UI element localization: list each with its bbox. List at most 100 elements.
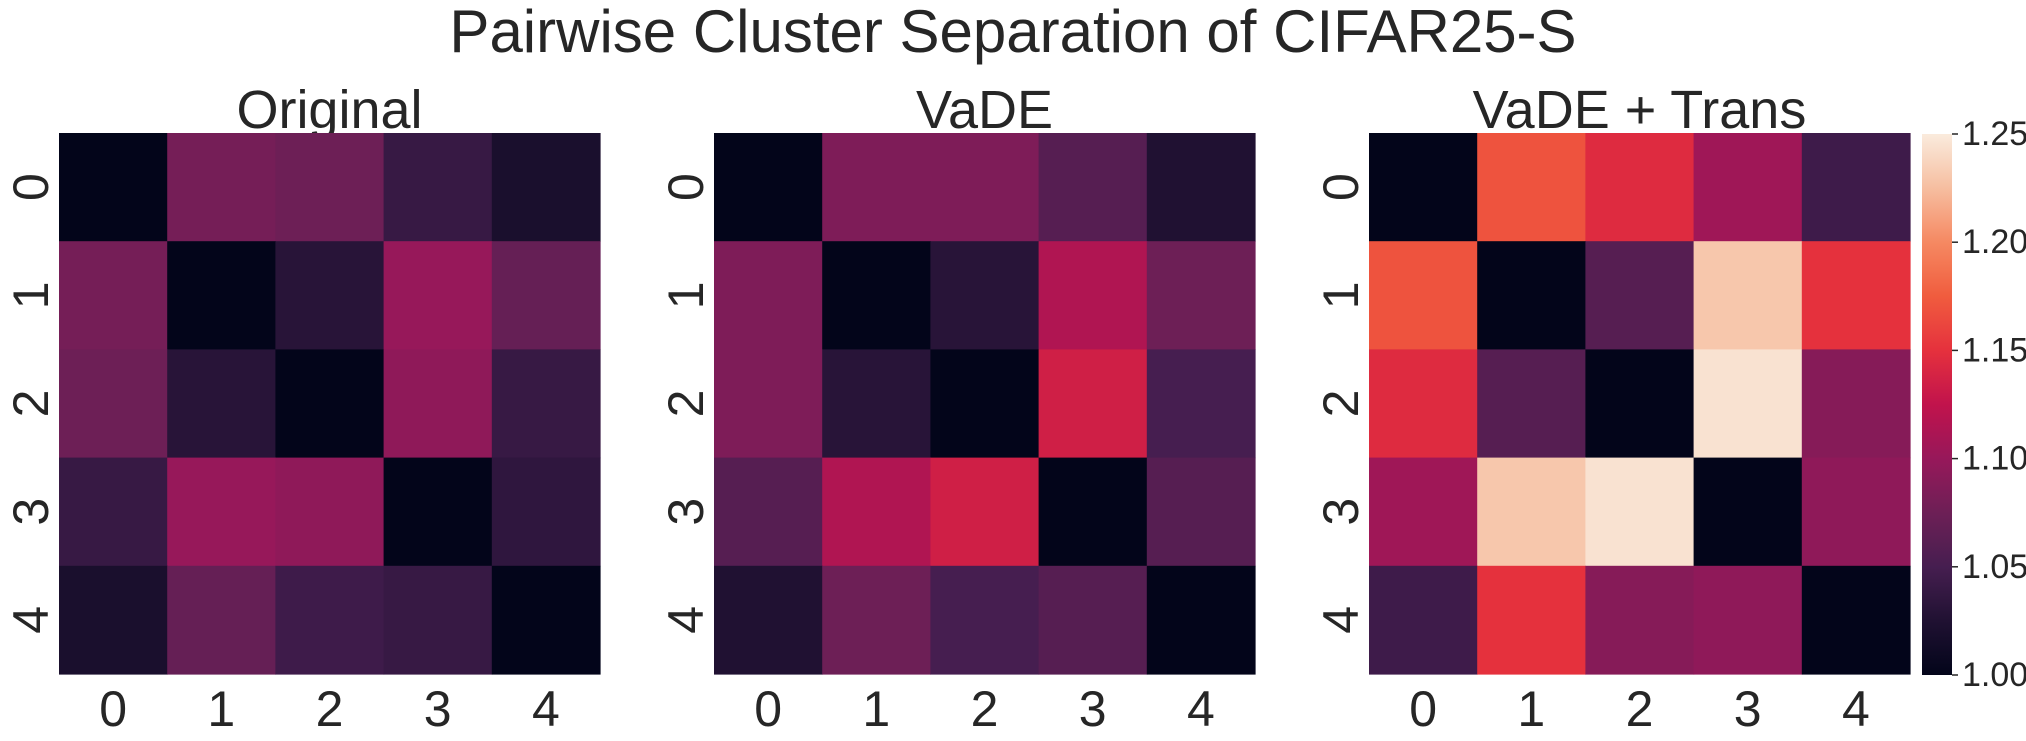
heatmap-cell bbox=[1146, 565, 1256, 675]
heatmap-cell bbox=[1693, 241, 1803, 350]
heatmap-cell bbox=[714, 241, 823, 350]
heatmap-cell bbox=[1146, 241, 1256, 350]
heatmap-cell bbox=[383, 457, 493, 567]
y-tick-label: 2 bbox=[658, 390, 714, 418]
heatmap-cell bbox=[714, 349, 823, 459]
x-tick-label: 0 bbox=[1409, 681, 1437, 737]
heatmap-cell bbox=[930, 349, 1040, 459]
heatmap-cell bbox=[1477, 241, 1586, 350]
heatmap-cell bbox=[491, 349, 601, 459]
heatmap-cell bbox=[167, 133, 276, 242]
x-tick-label: 1 bbox=[1517, 681, 1545, 737]
heatmap-cell bbox=[1693, 565, 1803, 675]
x-tick-label: 4 bbox=[532, 681, 560, 737]
heatmap-cell bbox=[930, 457, 1040, 567]
y-tick-label: 4 bbox=[658, 606, 714, 634]
x-tick-label: 0 bbox=[99, 681, 127, 737]
y-tick-label: 2 bbox=[3, 390, 59, 418]
heatmap-cell bbox=[1585, 349, 1695, 459]
heatmap-cell bbox=[59, 457, 168, 567]
heatmap-cell bbox=[930, 565, 1040, 675]
heatmap-cell bbox=[59, 133, 168, 242]
heatmap-cell bbox=[275, 565, 385, 675]
heatmap-cell bbox=[930, 241, 1040, 350]
heatmap-cell bbox=[59, 349, 168, 459]
y-tick-label: 2 bbox=[1313, 390, 1369, 418]
x-tick-label: 3 bbox=[424, 681, 452, 737]
heatmap-cell bbox=[491, 565, 601, 675]
heatmap-cell bbox=[930, 133, 1040, 242]
colorbar-gradient bbox=[1922, 134, 1952, 675]
heatmap-cell bbox=[1146, 133, 1256, 242]
heatmap-cell bbox=[383, 349, 493, 459]
x-tick-label: 0 bbox=[754, 681, 782, 737]
heatmap-cell bbox=[1693, 457, 1803, 567]
heatmap-cell bbox=[1038, 349, 1148, 459]
heatmap-cell bbox=[1801, 349, 1911, 459]
heatmap-cell bbox=[714, 565, 823, 675]
heatmap-cell bbox=[1585, 565, 1695, 675]
colorbar-tick-label: 1.20 bbox=[1962, 223, 2026, 261]
heatmap-cell bbox=[1477, 133, 1586, 242]
y-tick-label: 3 bbox=[658, 498, 714, 526]
heatmap-cell bbox=[822, 241, 931, 350]
y-tick-label: 1 bbox=[1313, 281, 1369, 309]
heatmap-cell bbox=[275, 133, 385, 242]
y-tick-label: 1 bbox=[658, 281, 714, 309]
x-tick-label: 4 bbox=[1842, 681, 1870, 737]
heatmap-cell bbox=[59, 241, 168, 350]
heatmap-cell bbox=[1038, 457, 1148, 567]
heatmap-cell bbox=[167, 565, 276, 675]
heatmap-cell bbox=[275, 241, 385, 350]
colorbar-tick-label: 1.25 bbox=[1962, 115, 2026, 153]
colorbar: 1.001.051.101.151.201.25 bbox=[1922, 115, 2026, 694]
panel-title: Original bbox=[236, 80, 422, 140]
panel-title: VaDE bbox=[916, 80, 1053, 140]
x-tick-label: 1 bbox=[207, 681, 235, 737]
x-tick-label: 1 bbox=[862, 681, 890, 737]
y-tick-label: 1 bbox=[3, 281, 59, 309]
heatmap-cell bbox=[1585, 457, 1695, 567]
x-tick-label: 2 bbox=[1626, 681, 1654, 737]
heatmap-cell bbox=[1477, 457, 1586, 567]
x-tick-label: 2 bbox=[316, 681, 344, 737]
colorbar-tick-label: 1.05 bbox=[1962, 548, 2026, 586]
heatmap-cell bbox=[383, 241, 493, 350]
y-tick-label: 3 bbox=[1313, 498, 1369, 526]
heatmap-cell bbox=[1801, 565, 1911, 675]
heatmap-cell bbox=[1693, 349, 1803, 459]
heatmap-cell bbox=[383, 565, 493, 675]
y-tick-label: 0 bbox=[3, 173, 59, 201]
heatmap-cell bbox=[491, 241, 601, 350]
heatmap-cell bbox=[167, 457, 276, 567]
heatmap-cell bbox=[1369, 565, 1478, 675]
colorbar-tick-label: 1.15 bbox=[1962, 331, 2026, 369]
heatmap-cell bbox=[167, 349, 276, 459]
colorbar-tick-label: 1.10 bbox=[1962, 440, 2026, 478]
heatmap-cell bbox=[1038, 565, 1148, 675]
heatmap-cell bbox=[1369, 133, 1478, 242]
x-tick-label: 4 bbox=[1187, 681, 1215, 737]
heatmap-cell bbox=[714, 133, 823, 242]
heatmap-cell bbox=[1477, 565, 1586, 675]
heatmap-cell bbox=[1038, 241, 1148, 350]
heatmap-cell bbox=[714, 457, 823, 567]
heatmap-cell bbox=[1477, 349, 1586, 459]
y-tick-label: 0 bbox=[1313, 173, 1369, 201]
heatmap-cell bbox=[491, 457, 601, 567]
heatmap-cell bbox=[1585, 133, 1695, 242]
heatmap-cell bbox=[1038, 133, 1148, 242]
panel-title: VaDE + Trans bbox=[1473, 80, 1807, 140]
heatmap-cell bbox=[275, 457, 385, 567]
heatmap-cell bbox=[383, 133, 493, 242]
heatmap-cell bbox=[1146, 349, 1256, 459]
heatmap-cell bbox=[1369, 241, 1478, 350]
x-tick-label: 2 bbox=[971, 681, 999, 737]
y-tick-label: 0 bbox=[658, 173, 714, 201]
heatmap-cell bbox=[1801, 241, 1911, 350]
heatmap-cell bbox=[1369, 457, 1478, 567]
figure-title: Pairwise Cluster Separation of CIFAR25-S bbox=[449, 0, 1576, 65]
